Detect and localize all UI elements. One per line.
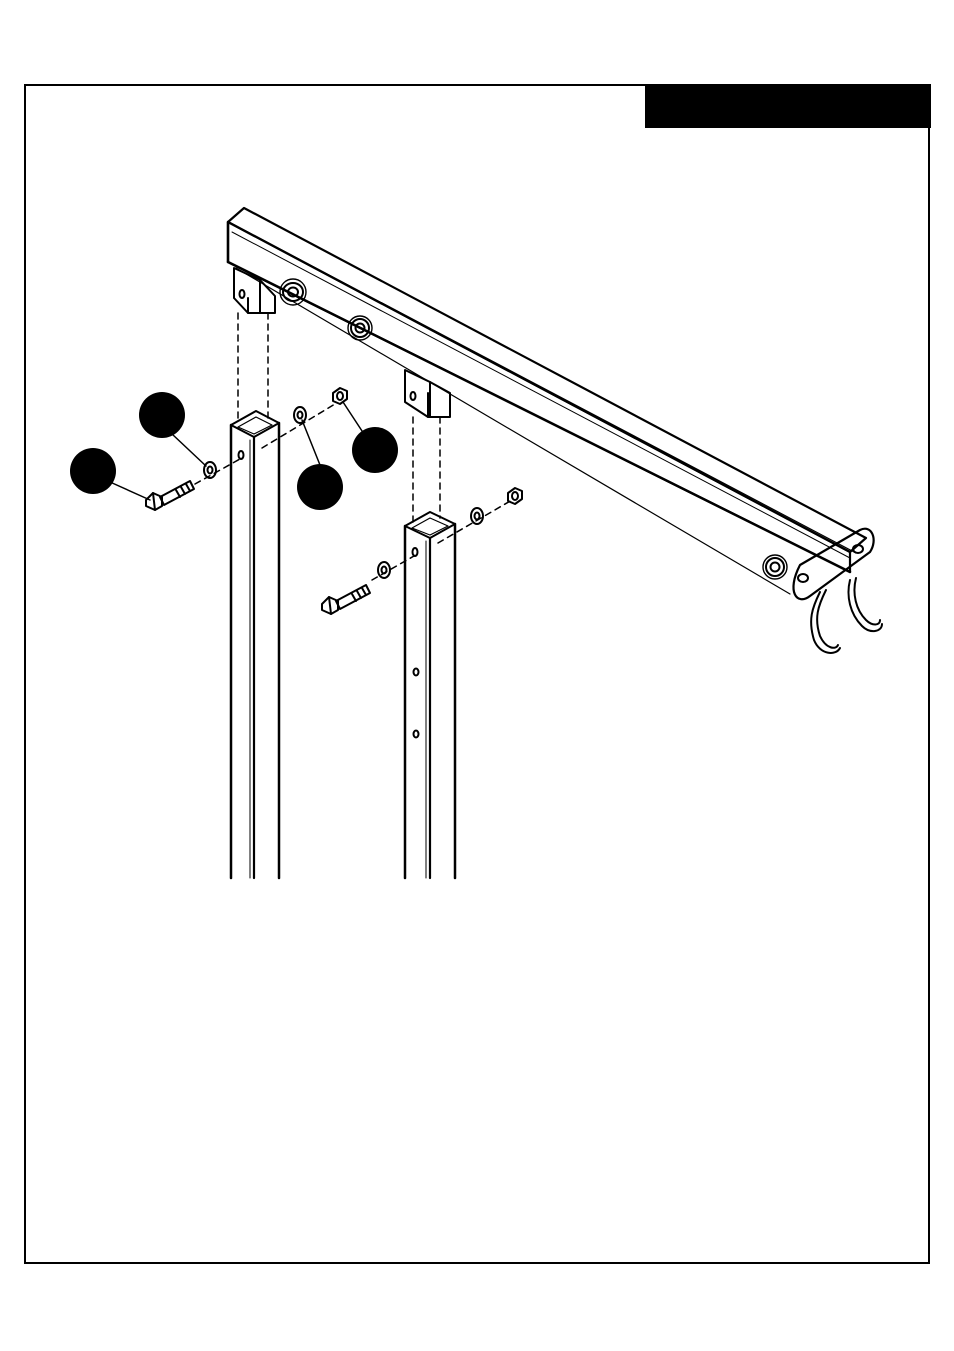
washer-right-nut-side <box>471 508 483 524</box>
bolt-left <box>146 481 194 510</box>
beam-bolt-head <box>763 555 787 579</box>
hook-left <box>811 590 840 653</box>
callout-circle-nut <box>352 427 398 473</box>
washer-right <box>378 562 390 578</box>
beam-mount-tab-right <box>405 370 450 417</box>
beam-bolt-head <box>280 279 306 305</box>
bolt-right <box>322 585 370 614</box>
cross-beam <box>228 208 866 594</box>
nut-right <box>508 488 522 504</box>
hook-right <box>849 578 883 631</box>
callout-circle-washer-bolt-side <box>139 392 185 438</box>
washer-left-nut-side <box>294 407 306 423</box>
nut-left <box>333 388 347 404</box>
upright-left <box>231 411 279 878</box>
callout-circle-washer-nut-side <box>297 464 343 510</box>
upright-right <box>405 512 455 878</box>
callout-circle-bolt <box>70 448 116 494</box>
